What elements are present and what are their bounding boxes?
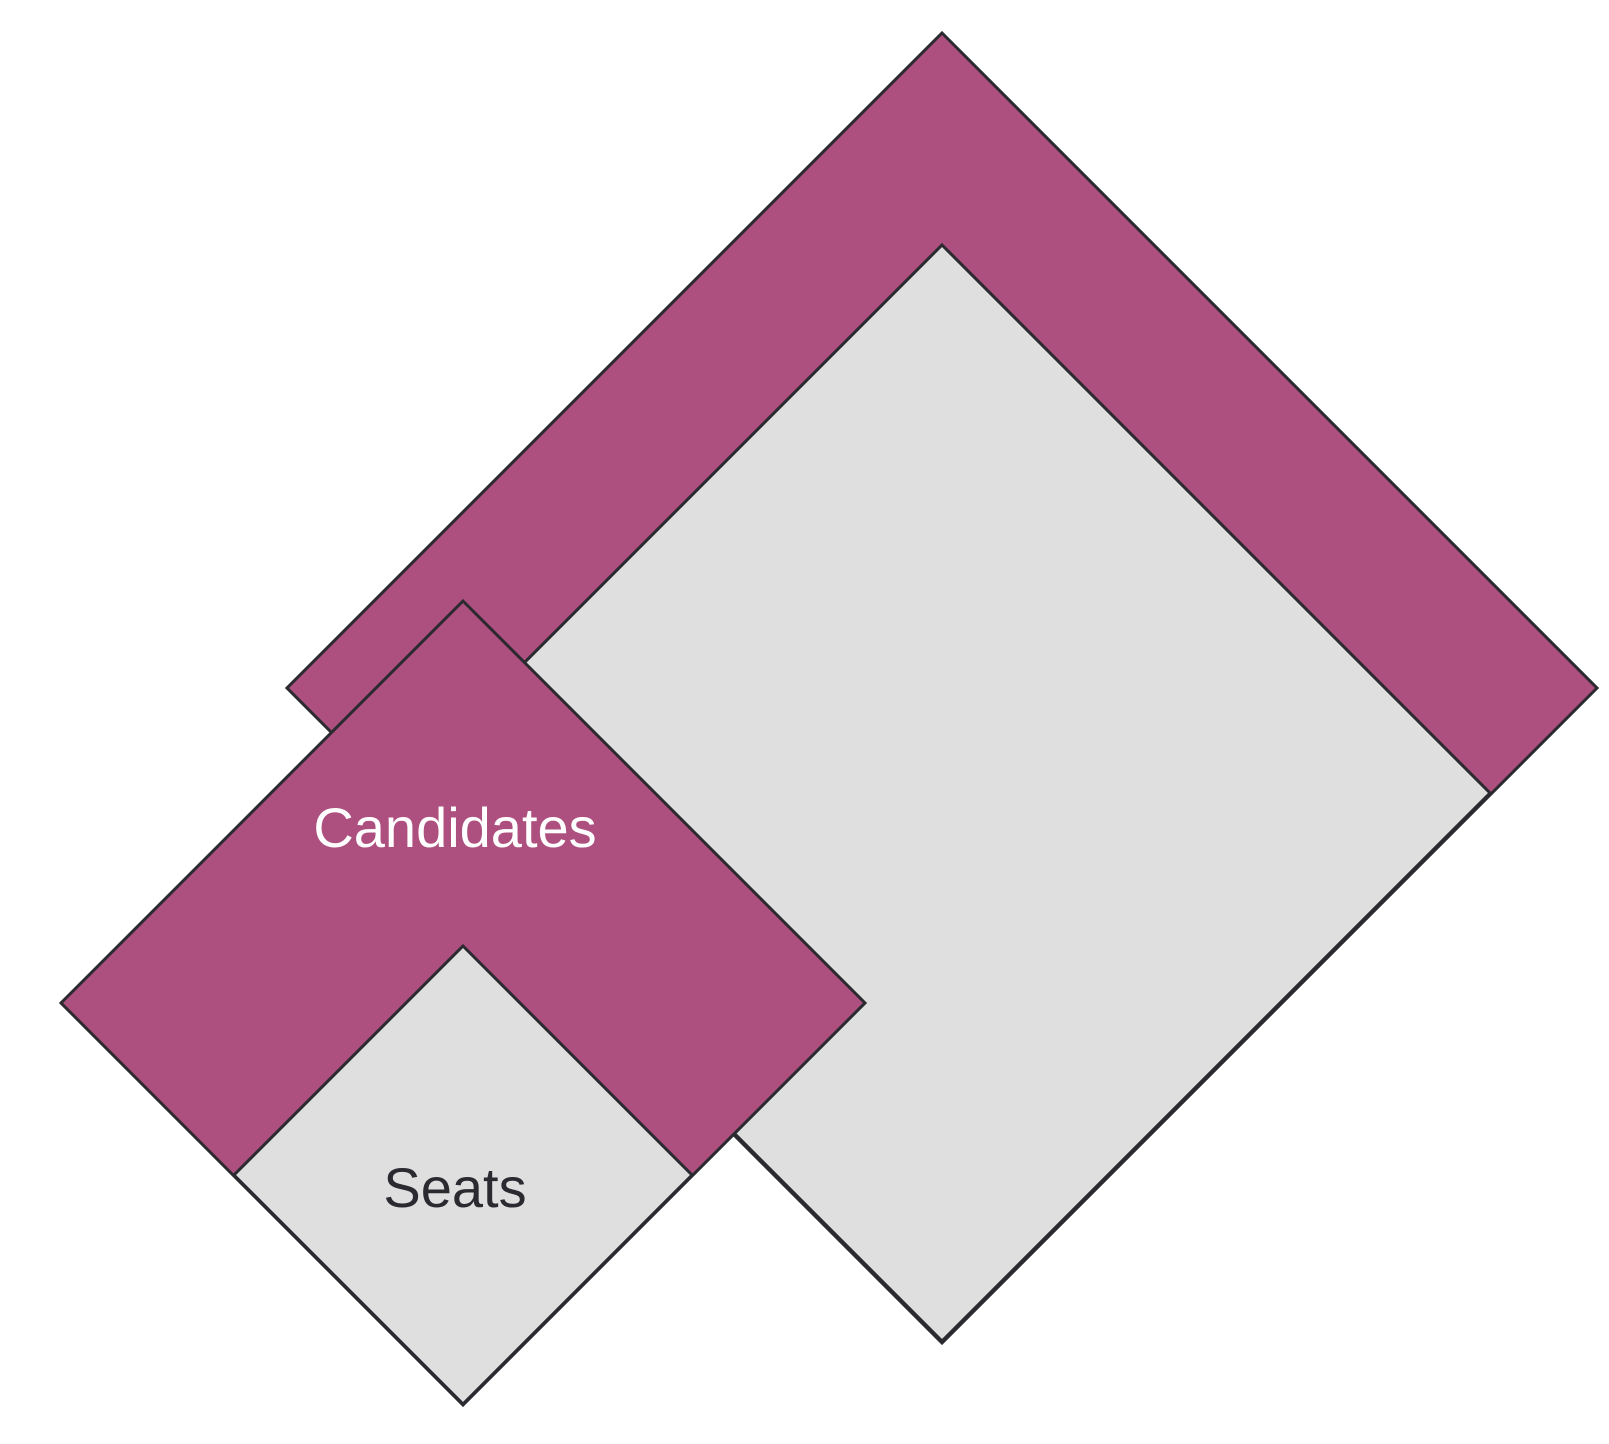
seats-label: Seats [383,1156,526,1219]
candidates-label: Candidates [313,796,596,859]
seats-diamond [231,943,695,1407]
